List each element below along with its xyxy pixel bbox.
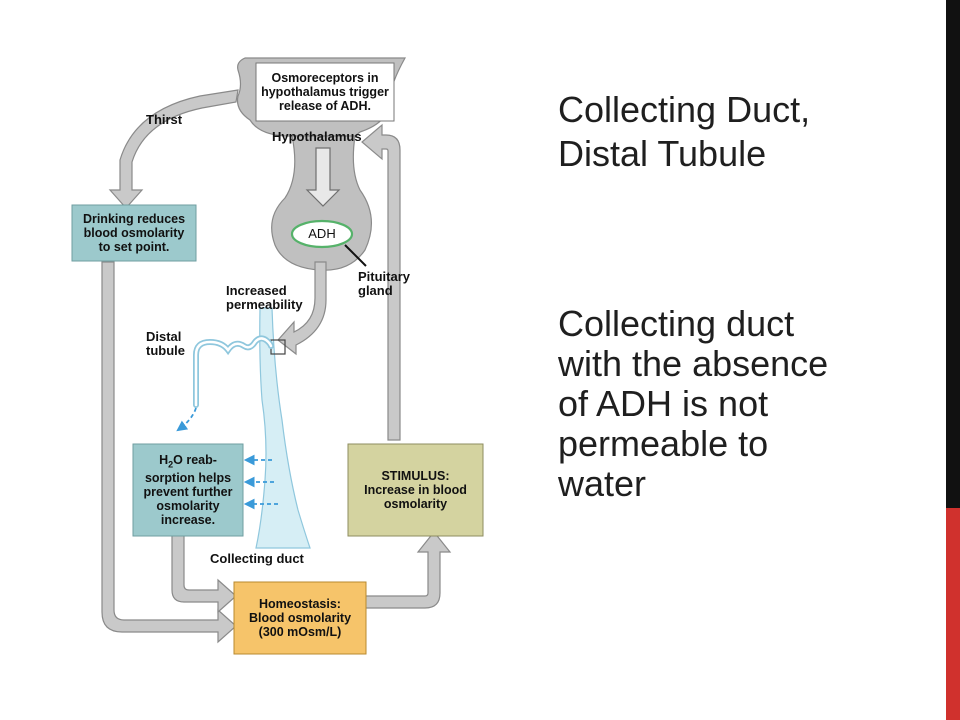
osmoreceptor-text: Osmoreceptors in hypothalamus trigger re… (256, 63, 394, 121)
diagram-svg (71, 57, 484, 655)
arrow-hypothalamus-to-adh (305, 147, 341, 207)
homeostasis-box (233, 581, 367, 655)
distal-tubule-line-1: Distal (146, 329, 182, 344)
arrow-thirst (108, 89, 239, 209)
tubule-water-arrow (176, 407, 197, 432)
adh-feedback-diagram: Osmoreceptors in hypothalamus trigger re… (60, 40, 500, 665)
distal-tubule-line-2: tubule (146, 343, 185, 358)
homeostasis-line-2: Blood osmolarity (248, 611, 352, 625)
right-edge-accent (946, 508, 960, 720)
arrow-homeostasis-to-stimulus (364, 531, 452, 609)
slide-body-line-1: Collecting duct (558, 303, 795, 344)
slide-title-line-1: Collecting Duct, (558, 89, 811, 130)
slide-title-line-2: Distal Tubule (558, 133, 767, 174)
arrow-drinking-to-homeostasis (101, 261, 237, 644)
stimulus-line-2: Increase in blood (364, 483, 467, 497)
adh-ellipse (290, 219, 354, 249)
increased-permeability-line-1: Increased (226, 283, 287, 298)
h2o-line-1: H2O reab- (159, 452, 217, 470)
h2o-box (132, 443, 244, 537)
increased-permeability-label: Increased permeability (226, 284, 303, 312)
slide-title: Collecting Duct, Distal Tubule (558, 88, 928, 176)
adh-text-wrap: ADH (292, 224, 352, 244)
hypothalamus-label: Hypothalamus (272, 129, 362, 144)
osmoreceptor-line-1: Osmoreceptors in (271, 71, 379, 85)
collecting-duct (255, 307, 311, 549)
increased-permeability-line-2: permeability (226, 297, 303, 312)
stimulus-line-3: osmolarity (383, 497, 448, 511)
slide-body-line-2: with the absence (558, 343, 829, 384)
osmoreceptor-box (255, 62, 395, 122)
thirst-label: Thirst (146, 112, 183, 127)
arrow-adh-to-duct (277, 261, 327, 356)
osmoreceptor-line-3: release of ADH. (279, 99, 371, 113)
h2o-line-5: increase. (160, 513, 216, 528)
stimulus-text: STIMULUS: Increase in blood osmolarity (348, 444, 483, 536)
homeostasis-text: Homeostasis: Blood osmolarity (300 mOsm/… (234, 582, 366, 654)
drinking-line-2: blood osmolarity (83, 226, 185, 240)
slide-body-line-3: of ADH is not (558, 383, 769, 424)
homeostasis-line-1: Homeostasis: (259, 597, 341, 611)
drinking-line-1: Drinking reduces (82, 212, 186, 226)
distal-tubule-label: Distal tubule (146, 330, 185, 358)
collecting-duct-label: Collecting duct (210, 551, 304, 566)
h2o-text: H2O reab- sorption helps prevent further… (133, 444, 243, 536)
slide-body: Collecting duct with the absence of ADH … (558, 304, 928, 504)
arrow-stimulus-to-hypothalamus (361, 123, 401, 441)
arrow-h2o-to-homeostasis (171, 534, 237, 614)
homeostasis-line-3: (300 mOsm/L) (258, 625, 342, 639)
slide-body-line-4: permeable to (558, 423, 769, 464)
drinking-box (71, 204, 197, 262)
drinking-line-3: to set point. (98, 240, 170, 254)
drinking-text: Drinking reduces blood osmolarity to set… (72, 205, 196, 261)
stimulus-line-1: STIMULUS: (381, 469, 450, 483)
slide-body-line-5: water (558, 463, 647, 504)
stimulus-box (347, 443, 484, 537)
pituitary-label: Pituitary gland (358, 270, 410, 298)
h2o-line-4: osmolarity (156, 499, 220, 514)
h2o-line-2: sorption helps (144, 471, 232, 486)
pituitary-line-2: gland (358, 283, 393, 298)
h2o-line-3: prevent further (143, 485, 233, 500)
pituitary-pointer (344, 244, 367, 267)
adh-label: ADH (308, 226, 336, 241)
osmoreceptor-line-2: hypothalamus trigger (261, 85, 389, 99)
pituitary-line-1: Pituitary (358, 269, 411, 284)
